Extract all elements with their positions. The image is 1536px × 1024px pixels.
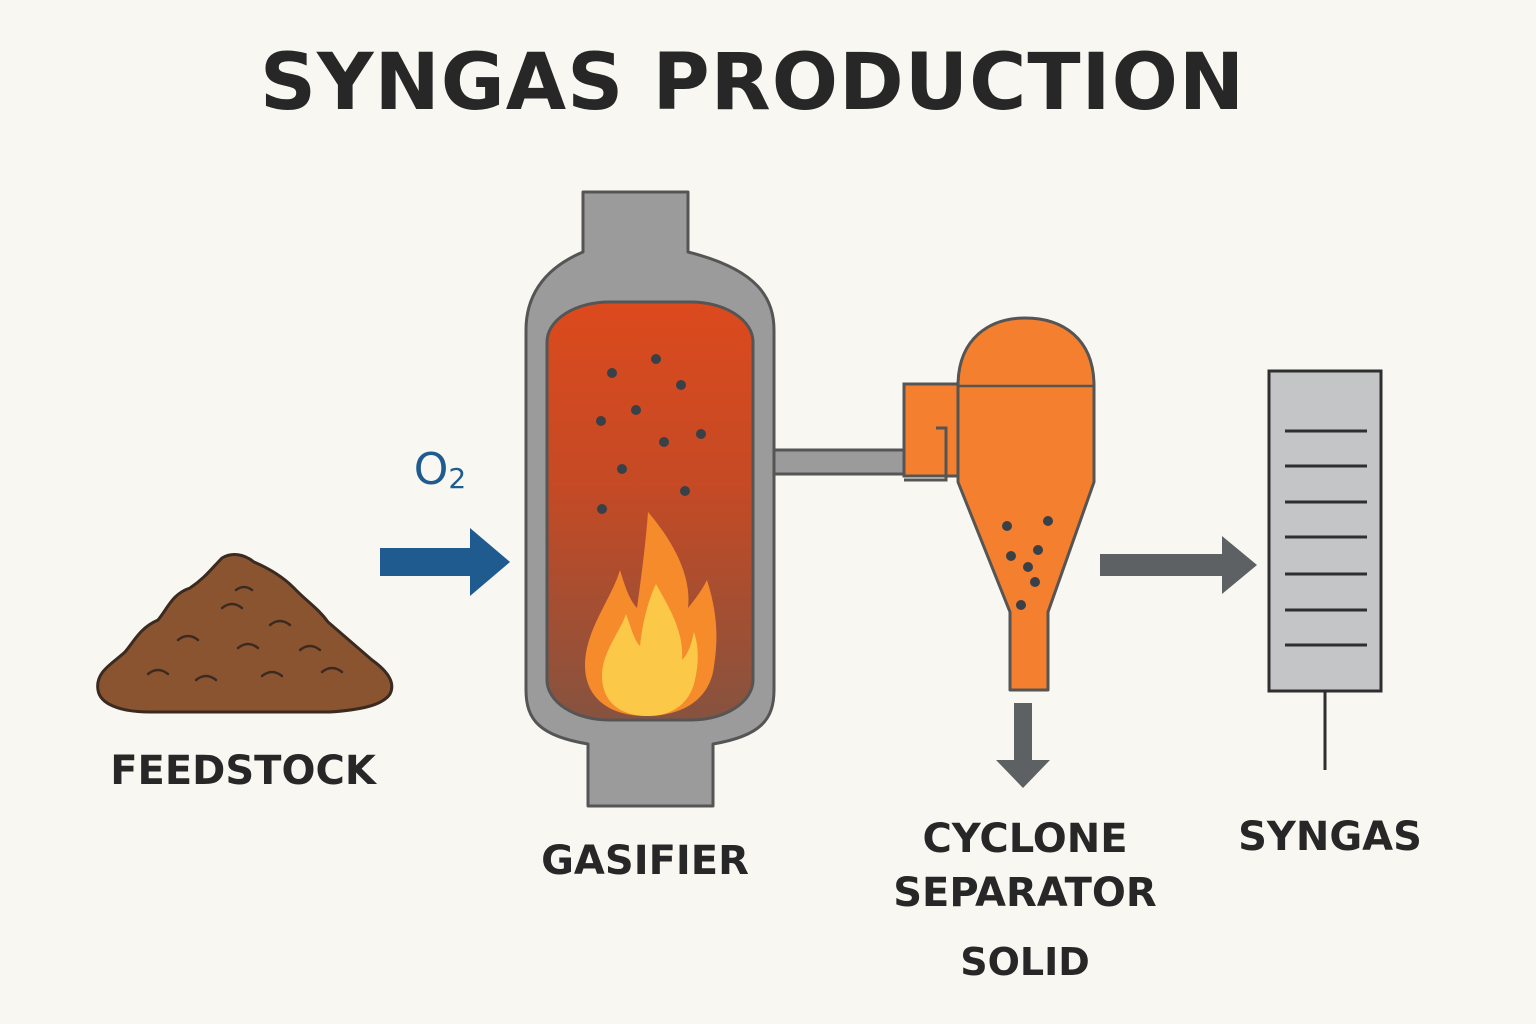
syngas-flow-arrow-icon (1100, 536, 1257, 594)
cyclone-particles (1002, 516, 1053, 610)
gasifier-vessel (524, 190, 776, 808)
oxygen-label: O2 (380, 444, 500, 495)
oxygen-label-base: O (413, 444, 449, 495)
oxygen-label-subscript: 2 (448, 462, 467, 495)
oxygen-arrow-icon (380, 528, 510, 596)
gasifier-particles (596, 354, 706, 514)
feedstock-label: FEEDSTOCK (110, 748, 376, 794)
cyclone-separator-label: CYCLONE SEPARATOR (870, 812, 1180, 920)
diagram-title: SYNGAS PRODUCTION (259, 38, 1246, 128)
syngas-label: SYNGAS (1238, 814, 1422, 860)
feedstock-pile-icon (96, 553, 394, 714)
cyclone-separator (902, 316, 1096, 692)
solid-discharge-arrow-icon (996, 703, 1050, 788)
gasifier-label: GASIFIER (541, 838, 749, 884)
flame-icon (585, 512, 717, 716)
syngas-output-panel (1267, 369, 1383, 770)
cyclone-label-line2: SEPARATOR (893, 870, 1157, 916)
solid-label: SOLID (960, 940, 1090, 984)
cyclone-label-line1: CYCLONE (922, 816, 1128, 862)
